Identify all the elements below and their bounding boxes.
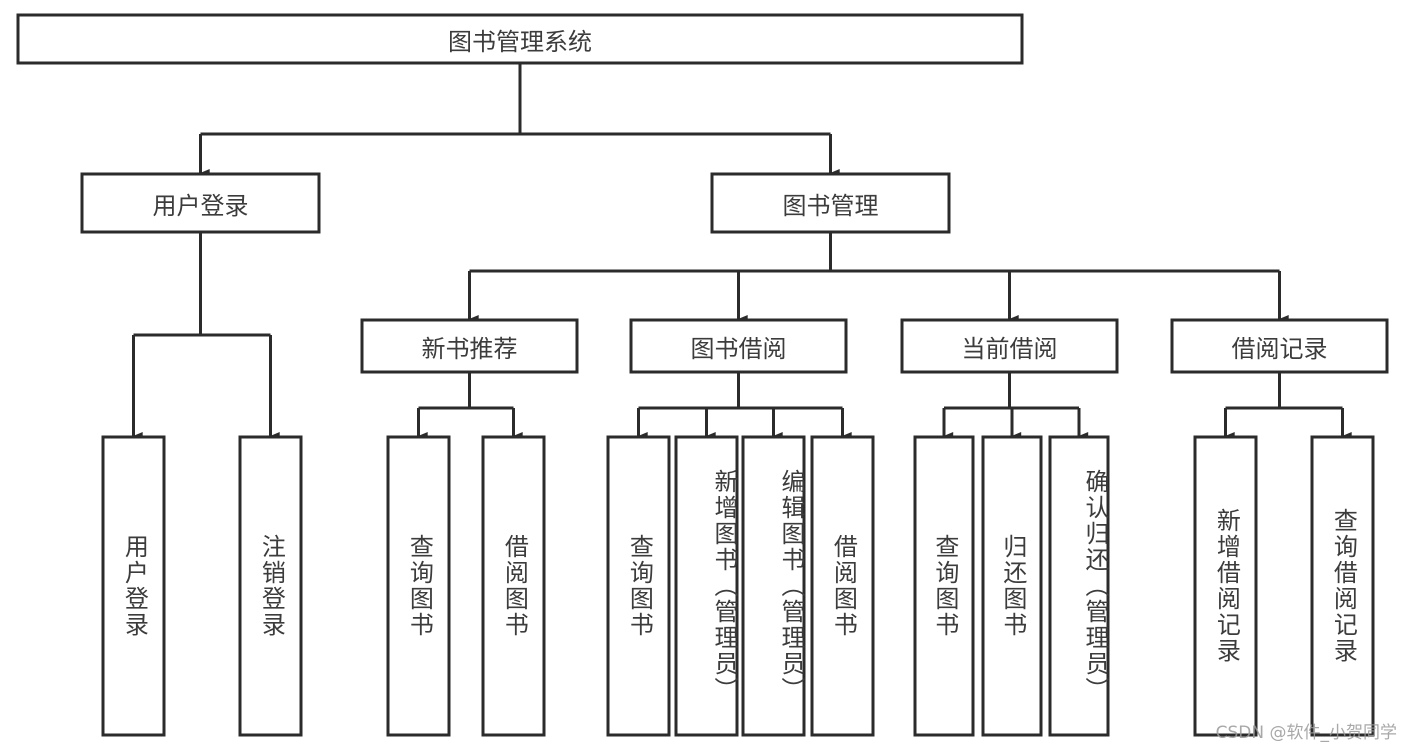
node-查询图书[interactable] <box>386 435 451 737</box>
node-确认归还管理员[interactable] <box>1048 435 1110 737</box>
connector-current <box>942 372 1089 440</box>
connector-borrow <box>637 372 852 440</box>
node-用户登录[interactable] <box>101 435 166 737</box>
node-编辑图书管理员[interactable] <box>741 435 806 737</box>
node-图书借阅[interactable] <box>629 318 848 374</box>
node-当前借阅[interactable] <box>900 318 1119 374</box>
node-查询借阅记录[interactable] <box>1310 435 1375 737</box>
node-用户登录[interactable] <box>80 172 321 234</box>
connector-user-login <box>132 232 280 440</box>
node-layer <box>16 13 1389 737</box>
node-图书管理[interactable] <box>710 172 951 234</box>
node-借阅图书[interactable] <box>481 435 546 737</box>
node-注销登录[interactable] <box>238 435 303 737</box>
connector-root <box>199 63 840 177</box>
node-新增图书管理员[interactable] <box>674 435 739 737</box>
node-归还图书[interactable] <box>981 435 1043 737</box>
watermark: CSDN @软件_小贺同学 <box>1215 723 1397 743</box>
node-借阅图书[interactable] <box>810 435 875 737</box>
edge-layer <box>132 63 1352 440</box>
node-查询图书[interactable] <box>913 435 975 737</box>
node-新书推荐[interactable] <box>360 318 579 374</box>
node-借阅记录[interactable] <box>1170 318 1389 374</box>
node-新增借阅记录[interactable] <box>1193 435 1258 737</box>
node-图书管理系统[interactable] <box>16 13 1024 65</box>
connector-new-book <box>417 372 523 440</box>
connector-book-manage <box>468 232 1289 323</box>
node-查询图书[interactable] <box>606 435 671 737</box>
connector-records <box>1224 372 1352 440</box>
